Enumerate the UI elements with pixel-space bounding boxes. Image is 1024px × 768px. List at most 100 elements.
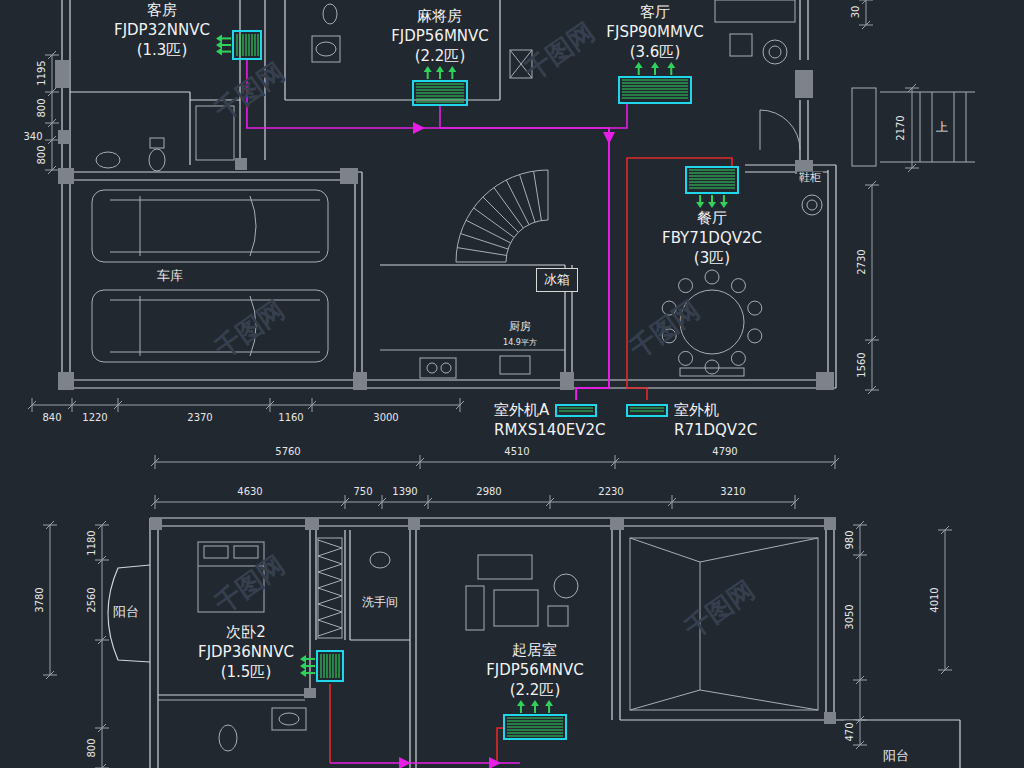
unit-label: FJDP32NNVC — [112, 20, 212, 40]
unit-label: 室外机 — [672, 400, 721, 420]
furniture-line — [520, 175, 535, 223]
dimension-line — [611, 455, 619, 469]
furniture-line — [748, 301, 762, 315]
furniture-line — [149, 149, 165, 171]
wall-post — [353, 372, 367, 390]
node-row: 餐厅 — [695, 208, 729, 228]
unit-label: 起居室 — [510, 640, 559, 660]
dimension-line — [45, 119, 59, 127]
wall-post — [340, 168, 358, 184]
furniture-line — [279, 713, 299, 725]
furniture-line — [630, 538, 818, 710]
unit-label: 冰箱 — [542, 270, 572, 290]
furniture-line — [312, 36, 340, 62]
furniture-line — [316, 42, 336, 56]
dimension-line — [668, 495, 676, 509]
wall-line — [355, 172, 362, 380]
unit-grille — [239, 34, 240, 56]
airflow-arrow — [439, 71, 441, 79]
text-stack: 次卧2FJDP36NNVC(1.5匹) — [196, 622, 296, 682]
dimension-line — [938, 666, 952, 674]
airflow-arrow — [222, 44, 231, 46]
furniture-line — [370, 552, 390, 568]
dimension-text: 980 — [844, 528, 856, 551]
dimension-text: 800 — [36, 96, 48, 119]
furniture-line — [272, 708, 306, 730]
furniture-line — [318, 538, 342, 638]
dimension-text: 1220 — [80, 412, 109, 424]
unit-grille — [630, 407, 664, 408]
dimension-text: 2170 — [895, 113, 907, 142]
dimension-line — [95, 636, 109, 644]
dimension-line — [905, 84, 919, 92]
refrigerant-pipe — [440, 106, 609, 400]
airflow-arrow — [651, 62, 659, 68]
dimension-line — [866, 0, 867, 25]
unit-grille — [416, 95, 464, 96]
furniture-line — [92, 190, 328, 262]
unit-label: RMXS140EV2C — [492, 420, 608, 440]
dimension-line — [95, 724, 109, 732]
wall-line — [345, 530, 410, 640]
dimension-line — [308, 398, 316, 412]
furniture-line — [880, 92, 975, 162]
dimension-line — [865, 336, 879, 344]
furniture-line — [461, 234, 509, 249]
airflow-arrow — [216, 34, 231, 55]
unit-body — [627, 405, 667, 416]
wall-line — [828, 165, 836, 388]
unit-grille — [257, 34, 258, 56]
dimension-line — [45, 166, 59, 174]
unit-grille — [559, 407, 593, 408]
node-row: 室外机A — [492, 400, 597, 420]
dimension-text: 4630 — [235, 486, 264, 498]
unit-label: FJDP36NNVC — [196, 642, 296, 662]
unit-grille — [236, 34, 237, 56]
dimension-line — [50, 525, 51, 675]
dimension-line — [860, 525, 861, 745]
wall-line — [612, 526, 620, 720]
dimension-line — [151, 455, 159, 469]
airflow-arrow — [517, 700, 525, 706]
airflow-arrow — [548, 705, 550, 713]
dimension-line — [266, 398, 274, 412]
unit-grille — [416, 89, 464, 90]
unit-grille — [507, 732, 563, 733]
room-label: 车库 — [155, 269, 185, 284]
furniture-line — [715, 0, 795, 22]
airflow-arrow — [300, 655, 315, 677]
unit-grille — [416, 92, 464, 93]
airflow-arrow — [670, 67, 672, 75]
furniture-line — [680, 368, 744, 376]
area-note: 14.9平方 — [501, 338, 539, 347]
airflow-arrow — [424, 66, 457, 79]
dimension-text: 4510 — [502, 446, 531, 458]
wall-post — [304, 688, 316, 698]
flow-arrow — [489, 757, 501, 768]
dimension-text: 1390 — [390, 486, 419, 498]
dimension-line — [912, 88, 913, 168]
unit-grille — [507, 723, 563, 724]
dimension-line — [102, 525, 103, 768]
unit-body — [233, 31, 261, 59]
airflow-arrow — [306, 665, 315, 667]
airflow-arrow — [222, 37, 231, 39]
furniture-line — [234, 546, 258, 558]
unit-grille — [242, 34, 243, 56]
wall-post — [408, 518, 420, 530]
wall-line — [62, 380, 836, 388]
furniture-line — [323, 4, 337, 24]
furniture-line — [554, 574, 578, 598]
unit-body — [504, 715, 566, 739]
unit-body — [686, 167, 738, 193]
dimension-line — [28, 398, 36, 412]
unit-grille — [507, 717, 563, 718]
unit-label: R71DQV2C — [672, 420, 759, 440]
node-row — [685, 166, 739, 208]
unit-grille — [416, 86, 464, 87]
dimension-text: 3000 — [371, 412, 400, 424]
indoor-unit: 麻将房FJDP56MNVC(2.2匹) — [389, 6, 491, 106]
dimension-line — [865, 386, 879, 394]
dimension-text: 800 — [36, 143, 48, 166]
watermark: 千图网 — [208, 294, 292, 366]
